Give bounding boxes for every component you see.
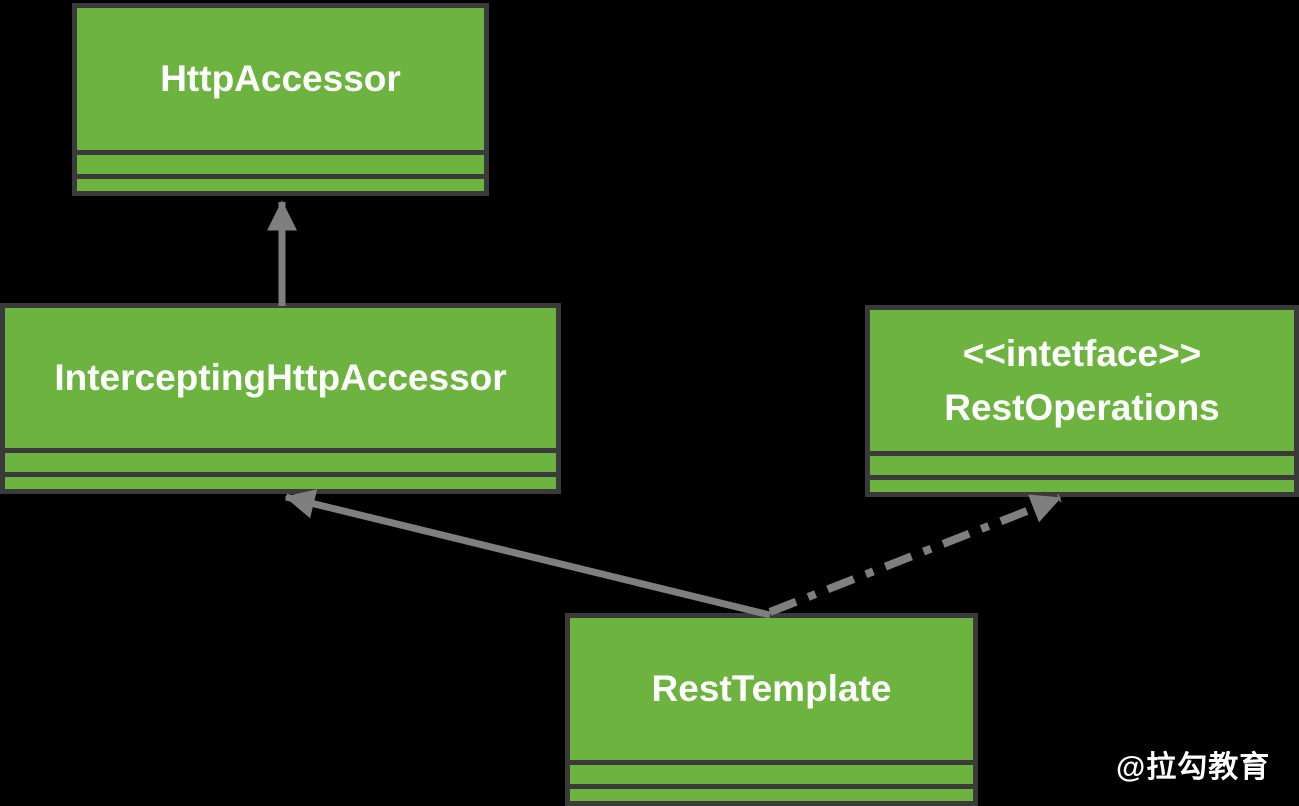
class-box-interceptinghttpaccessor: InterceptingHttpAccessor <box>0 303 561 494</box>
class-box-httpaccessor: HttpAccessor <box>72 3 489 196</box>
class-title: InterceptingHttpAccessor <box>5 308 556 448</box>
methods-compartment <box>77 179 484 191</box>
fields-compartment <box>570 765 973 784</box>
compartment-divider <box>570 760 973 765</box>
class-title: <<intetface>> RestOperations <box>870 310 1294 451</box>
class-name-label: InterceptingHttpAccessor <box>54 357 507 399</box>
compartment-divider <box>77 174 484 179</box>
compartment-divider <box>870 475 1294 480</box>
fields-compartment <box>77 155 484 174</box>
fields-compartment <box>870 456 1294 475</box>
generalization-arrow-resttemplate-to-intercepting <box>284 489 771 619</box>
realization-arrow-resttemplate-to-restoperations <box>768 494 1062 616</box>
methods-compartment <box>870 480 1294 492</box>
compartment-divider <box>5 448 556 453</box>
compartment-divider <box>5 472 556 477</box>
compartment-divider <box>870 451 1294 456</box>
class-title: HttpAccessor <box>77 8 484 150</box>
class-name-label: RestOperations <box>944 386 1220 428</box>
class-title: RestTemplate <box>570 618 973 760</box>
compartment-divider <box>570 784 973 789</box>
methods-compartment <box>5 477 556 489</box>
class-name-label: RestTemplate <box>651 668 892 710</box>
class-box-restoperations: <<intetface>> RestOperations <box>865 305 1299 497</box>
watermark: @拉勾教育 <box>1116 751 1271 784</box>
stereotype-label: <<intetface>> <box>962 332 1202 374</box>
class-box-resttemplate: RestTemplate <box>565 613 978 806</box>
class-name-label: HttpAccessor <box>160 58 401 100</box>
fields-compartment <box>5 453 556 472</box>
compartment-divider <box>77 150 484 155</box>
methods-compartment <box>570 789 973 801</box>
